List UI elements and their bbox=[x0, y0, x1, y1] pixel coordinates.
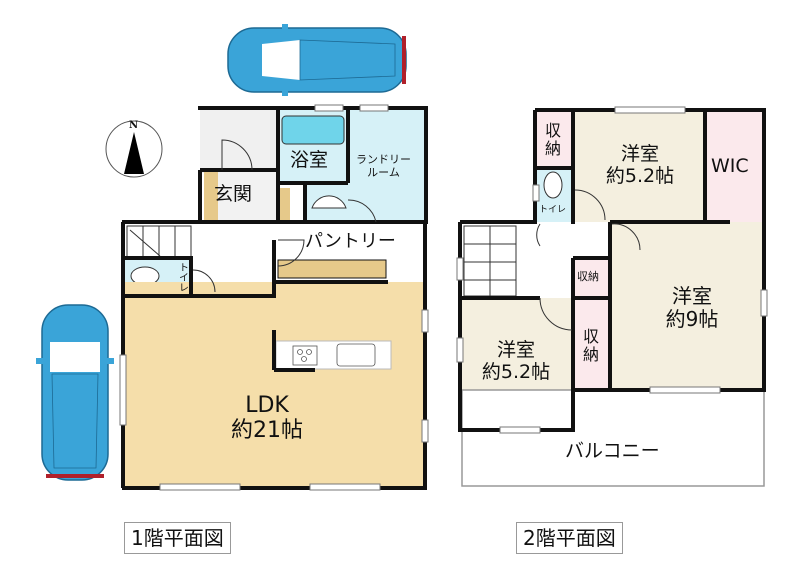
room-laundry-label: ランドリー ルーム bbox=[356, 153, 411, 179]
room-balcony-label: バルコニー bbox=[565, 440, 660, 462]
room-pantry-label: パントリー bbox=[305, 231, 396, 252]
bedroom-right-floor bbox=[612, 222, 762, 390]
ldk-size: 約21帖 bbox=[231, 418, 303, 444]
room-wic-label: WIC bbox=[711, 155, 749, 177]
room-storage-mid-label: 収 納 bbox=[583, 327, 600, 365]
balcony-area bbox=[461, 389, 765, 487]
bedroom-right-name: 洋室 bbox=[672, 284, 712, 308]
room-bedroom-top-label: 洋室 約5.2帖 bbox=[594, 143, 686, 188]
bedroom-top-floor bbox=[575, 110, 705, 222]
room-ldk-label: LDK 約21帖 bbox=[222, 393, 312, 444]
compass-north-label: N bbox=[129, 120, 139, 131]
room-toilet1-label: トイレ bbox=[176, 262, 188, 292]
bedroom-top-name: 洋室 bbox=[620, 143, 659, 165]
floor2-caption: 2階平面図 bbox=[516, 522, 623, 554]
floor1-caption: 1階平面図 bbox=[124, 522, 231, 554]
room-storage-small-label: 収納 bbox=[577, 270, 599, 283]
car-left-icon bbox=[36, 304, 114, 481]
bedroom-top-size: 約5.2帖 bbox=[605, 164, 675, 187]
laundry-line2: ルーム bbox=[367, 165, 400, 179]
bedroom-left-name: 洋室 bbox=[496, 339, 535, 361]
ldk-name: LDK bbox=[245, 393, 289, 418]
car-top-icon bbox=[227, 24, 407, 96]
ldk-floor bbox=[125, 282, 425, 486]
storage-mid-line1: 収 bbox=[583, 327, 600, 346]
storage-top-line2: 納 bbox=[545, 139, 562, 159]
room-entrance-label: 玄関 bbox=[214, 183, 253, 205]
porch-tile bbox=[200, 108, 278, 173]
storage-top-line1: 収 bbox=[545, 121, 562, 140]
room-bedroom-right-label: 洋室 約9帖 bbox=[652, 285, 732, 331]
wic-floor bbox=[707, 110, 765, 222]
room-bathroom-label: 浴室 bbox=[290, 149, 329, 171]
north-compass-icon bbox=[105, 120, 163, 178]
room-bedroom-left-label: 洋室 約5.2帖 bbox=[470, 339, 562, 384]
bedroom-left-size: 約5.2帖 bbox=[481, 360, 551, 383]
laundry-line1: ランドリー bbox=[356, 153, 411, 166]
room-toilet2-label: トイレ bbox=[539, 205, 567, 215]
bedroom-right-size: 約9帖 bbox=[665, 307, 719, 331]
storage-mid-line2: 納 bbox=[583, 345, 600, 365]
room-storage-top-label: 収 納 bbox=[545, 121, 562, 159]
